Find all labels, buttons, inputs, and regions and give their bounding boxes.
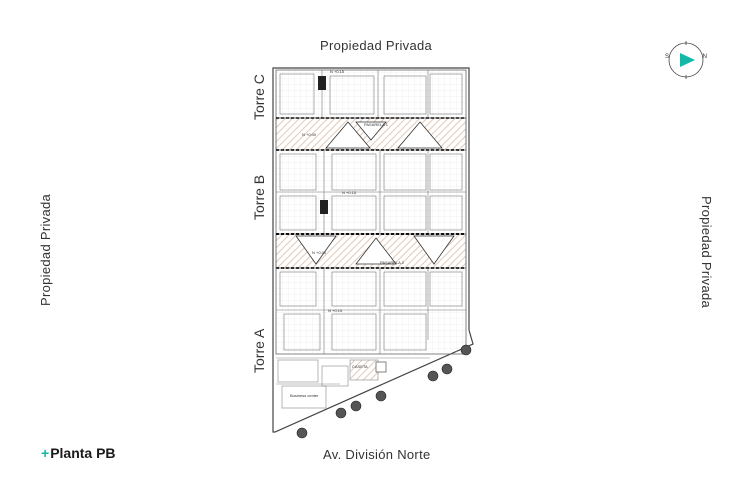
site-boundary xyxy=(272,67,474,433)
plan-title-text: Planta PB xyxy=(50,445,116,461)
plan-title: +Planta PB xyxy=(41,445,116,461)
street-label: Av. División Norte xyxy=(323,447,431,462)
level-annotation-4: N +0.00 xyxy=(312,250,327,255)
entry-area xyxy=(276,357,430,409)
compass: S N xyxy=(665,40,707,80)
tower-c-block xyxy=(275,69,467,119)
walkway-2 xyxy=(275,233,467,269)
business-center-label: Business center xyxy=(290,393,319,398)
compass-north: N xyxy=(702,54,707,60)
compass-icon xyxy=(668,41,704,79)
guard-house-label: CASETA xyxy=(352,364,368,369)
top-boundary-label: Propiedad Privada xyxy=(320,38,433,53)
level-annotation-3: N +0.15 xyxy=(342,190,357,195)
walkway-2-label: PASARELA 2 xyxy=(380,260,405,265)
walkway-1-label: PASARELA 1 xyxy=(364,122,389,127)
level-annotation-2: N +0.00 xyxy=(302,132,317,137)
street-trees xyxy=(296,344,472,439)
tower-b-block xyxy=(275,149,467,235)
level-annotation-1: N +0.15 xyxy=(330,69,345,74)
plus-icon: + xyxy=(41,445,50,461)
north-arrow-icon xyxy=(680,53,695,67)
tower-a-block xyxy=(275,267,467,355)
compass-south: S xyxy=(665,54,670,60)
level-annotation-5: N +0.15 xyxy=(328,308,343,313)
